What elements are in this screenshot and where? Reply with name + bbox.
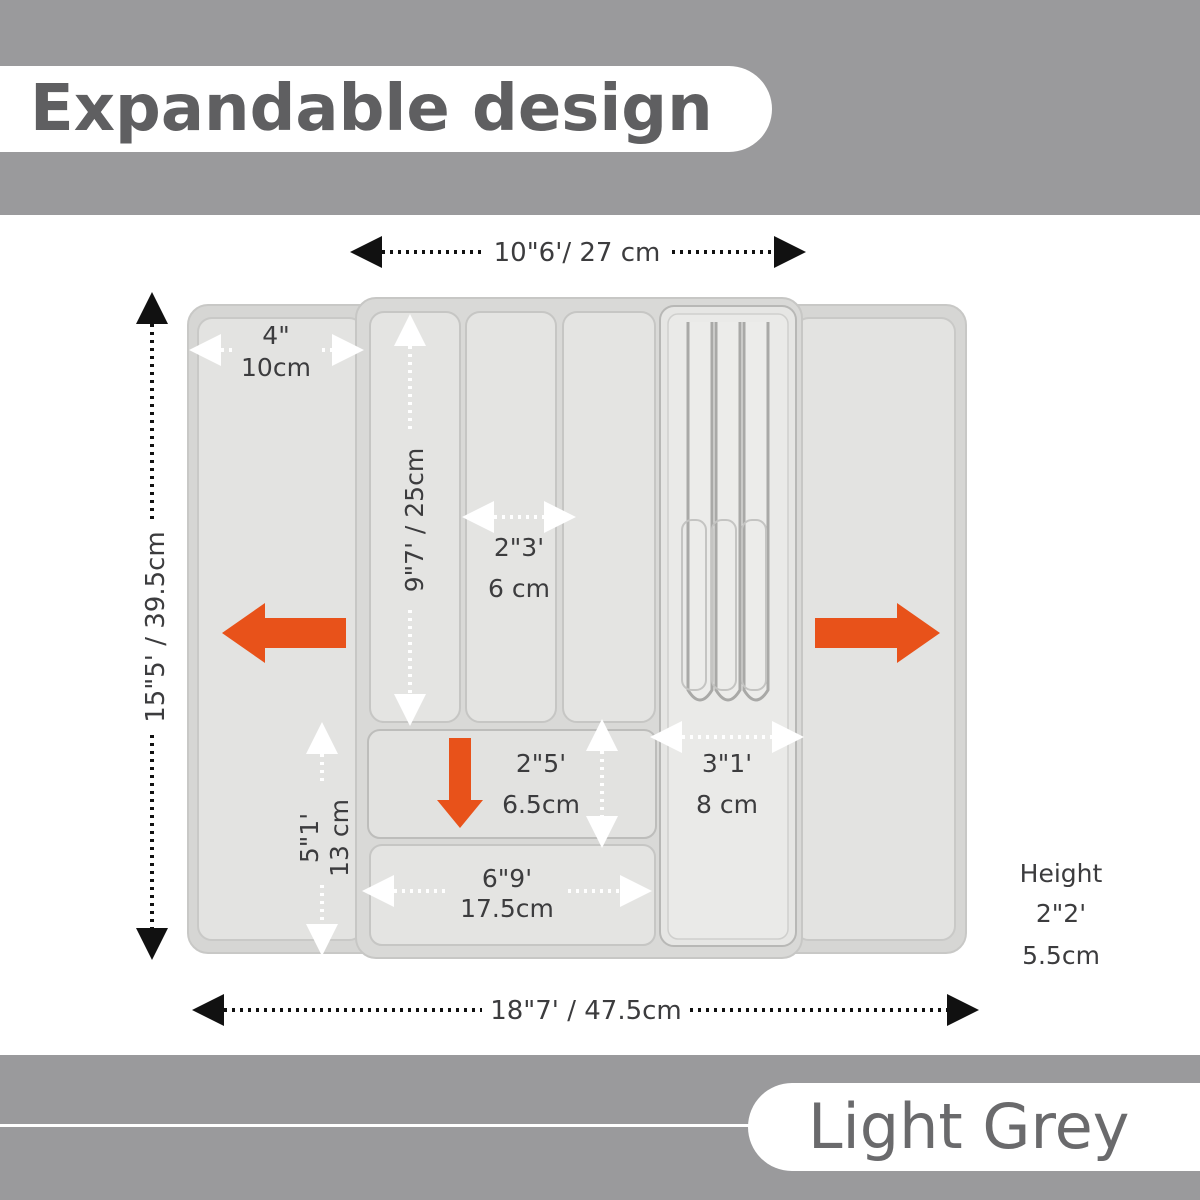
- height-title-label: Height: [1020, 859, 1103, 888]
- depth-label: 15"5' / 39.5cm: [141, 531, 171, 723]
- footer-divider: [0, 1124, 760, 1127]
- side-width-cm-label: 10cm: [241, 353, 311, 382]
- bottom-compartment-in-label: 6"9': [482, 864, 532, 893]
- long-compartment-label: 9"7' / 25cm: [400, 448, 429, 592]
- bottom-compartment-cm-label: 17.5cm: [460, 894, 554, 923]
- knife-block-in-label: 3"1': [702, 749, 752, 778]
- title-pill: [0, 66, 772, 152]
- page-title: Expandable design: [30, 72, 713, 146]
- inner-dimension-lines: [189, 314, 804, 956]
- compartment-width-in-label: 2"3': [494, 533, 544, 562]
- side-width-in-label: 4": [262, 321, 289, 350]
- small-compartment-in-label: 2"5': [516, 749, 566, 778]
- side-lower-cm-label: 13 cm: [325, 799, 354, 877]
- expand-left-arrow-icon: [222, 603, 346, 663]
- height-cm-label: 5.5cm: [1022, 941, 1100, 970]
- color-pill: [748, 1083, 1200, 1171]
- slide-down-arrow-icon: [437, 738, 483, 828]
- total-width-label: 18"7' / 47.5cm: [490, 996, 682, 1026]
- inner-width-label: 10"6'/ 27 cm: [494, 238, 661, 268]
- small-compartment-cm-label: 6.5cm: [502, 790, 580, 819]
- dimension-lines: [136, 236, 979, 1026]
- knife-slots: [681, 322, 770, 702]
- side-lower-in-label: 5"1': [295, 813, 324, 863]
- expand-right-arrow-icon: [815, 603, 940, 663]
- knife-block-cm-label: 8 cm: [696, 790, 758, 819]
- height-in-label: 2"2': [1036, 899, 1086, 928]
- compartment-width-cm-label: 6 cm: [488, 574, 550, 603]
- color-label: Light Grey: [808, 1090, 1130, 1163]
